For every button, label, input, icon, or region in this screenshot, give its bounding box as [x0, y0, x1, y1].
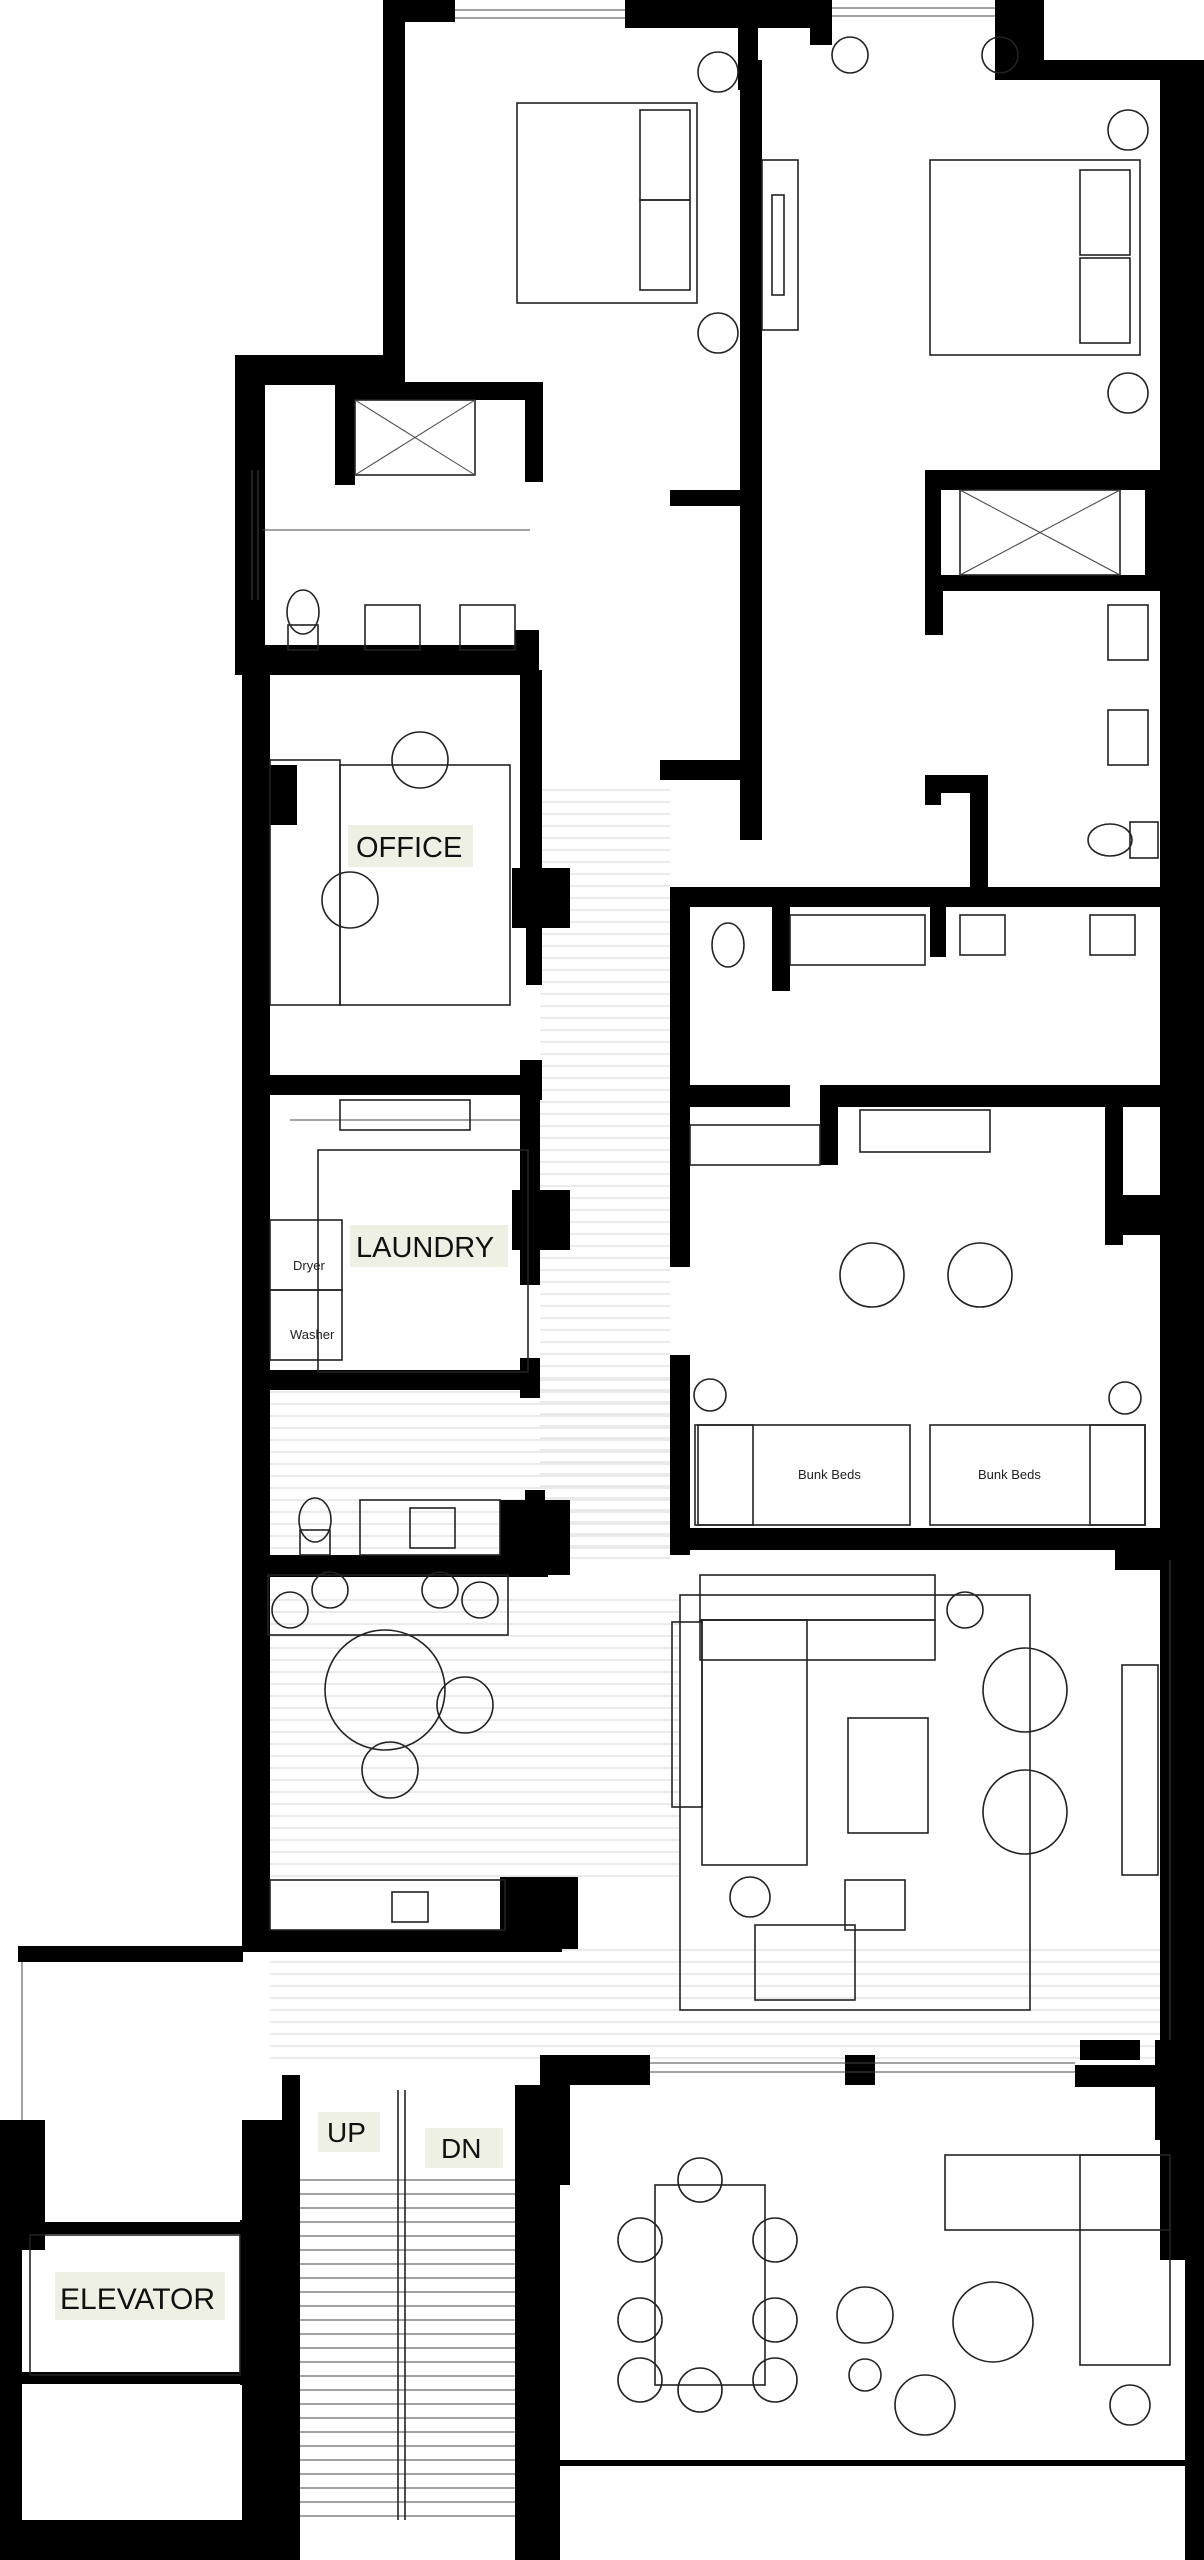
office-label: OFFICE	[356, 832, 462, 864]
windows	[21, 7, 1171, 2120]
down-label-bg	[425, 2128, 503, 2168]
laundry-label-bg	[350, 1225, 508, 1267]
bunk-beds-left-label: Bunk Beds	[798, 1467, 861, 1482]
elevator-label: ELEVATOR	[60, 2283, 215, 2316]
elevator-car	[29, 2234, 241, 2376]
stair-up-label: UP	[327, 2117, 366, 2148]
washer-label: Washer	[290, 1327, 335, 1342]
bunk-beds-right-label: Bunk Beds	[978, 1467, 1041, 1482]
floor-hatching	[268, 789, 1160, 2059]
stair-rails	[397, 2090, 406, 2520]
elevator-label-bg	[55, 2272, 225, 2320]
furniture	[262, 36, 1171, 2436]
office-label-bg	[348, 825, 473, 867]
dryer-label: Dryer	[293, 1258, 325, 1273]
stair-down-label: DN	[441, 2133, 481, 2164]
up-label-bg	[318, 2112, 380, 2152]
laundry-label: LAUNDRY	[356, 1232, 494, 1264]
stair-treads	[300, 2179, 515, 2517]
